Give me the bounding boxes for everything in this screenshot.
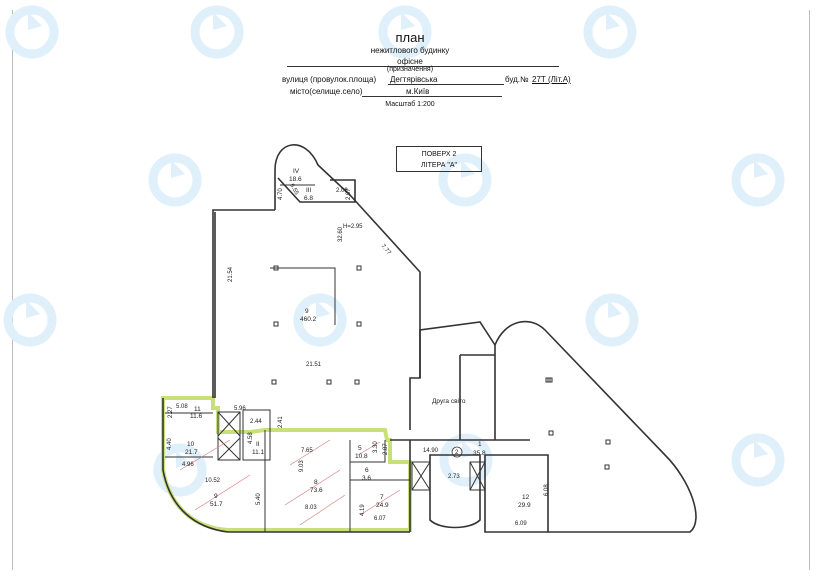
stair-marker-label: 2 [455,450,459,456]
document-title: план [395,30,425,45]
floor-number: ПОВЕРХ 2 [421,151,457,158]
dimension: 10.52 [205,478,221,484]
room-id: 5 [358,445,362,452]
dimension: 2.44 [250,419,262,425]
building-letter: ЛІТЕРА "А" [421,162,457,169]
watermark-icon [731,433,785,487]
room-id: II [256,441,260,448]
room-area: 73.6 [310,487,323,494]
watermark-icon [438,153,492,207]
room-area: 10.8 [355,453,368,460]
dimension: H=2.95 [343,224,363,230]
street-value: Дегтярівська [390,75,438,84]
dimension: 6.55 [288,183,299,197]
building-value: 27Т (Літ.А) [532,75,571,84]
city-underline [362,96,502,97]
dimension: 4.70 [278,188,284,200]
dimension: 4.40 [167,438,173,450]
room-area: 3.6 [362,475,371,482]
watermark-icon [148,153,202,207]
dimension: 14.90 [423,448,439,454]
room-labels: IV 18.6 III 6.8 9 460.2 11 11.6 10 21.7 … [185,168,531,509]
room-id: 1 [478,441,482,448]
watermark-icon [378,5,432,59]
room-id: 9 [305,308,309,315]
stair-marker-circle [451,446,463,458]
dimension: 2.07 [346,188,352,200]
dimension: 2.27 [168,406,174,418]
room-id: 8 [314,479,318,486]
room-area: 35.8 [473,450,486,457]
watermark-icon [731,153,785,207]
room-area: 51.7 [210,501,223,508]
dimension: 5.40 [256,493,262,505]
room-area: 11.1 [252,449,265,456]
dimension: 2.87 [383,443,389,455]
room-area: 24.9 [376,502,389,509]
room-id: 9 [214,493,218,500]
room-id: 7 [380,494,384,501]
dimension: 4.96 [182,462,194,468]
dimension: 8.03 [305,505,317,511]
dimension: 2.73 [448,474,460,480]
dimension: 5.96 [234,406,246,412]
interior-walls [165,184,486,532]
watermark-icon [153,443,207,497]
dimension: 6.09 [515,521,527,527]
watermark-icon [439,433,493,487]
dimension: 4.19 [360,504,366,516]
room-id: III [306,187,312,194]
watermark-icon [3,293,57,347]
dimension: 21.54 [228,266,234,282]
dimension: 6.08 [544,484,550,496]
document-purpose: офісне [397,57,423,66]
dimension: 32.60 [338,226,344,242]
floor-label-box: ПОВЕРХ 2 ЛІТЕРА "А" [396,146,482,172]
room-area: 21.7 [185,449,198,456]
area-hatching [179,439,401,526]
dimension: 21.51 [306,362,322,368]
watermark-icon [5,5,59,59]
dimension: 2.08 [336,188,348,194]
dimension-labels: 4.70 6.55 2.08 2.07 H=2.95 32.60 7.77 21… [167,183,550,527]
scale-label: Масштаб 1:200 [385,101,435,108]
room-id: 11 [194,406,201,413]
room-id: 10 [187,441,195,448]
watermark-icon [190,5,244,59]
room-id: 12 [522,494,530,501]
room-id: 6 [365,467,369,474]
street-underline [388,84,504,85]
building-label: буд.№ [505,75,529,84]
room-area: 6.8 [304,195,313,202]
watermark-icon [585,293,639,347]
dimension: 5.08 [176,404,188,410]
dimension: 7.65 [301,448,313,454]
document-subtitle: нежитлового будинку [370,46,450,55]
watermark-icon [583,5,637,59]
room-area: 29.9 [518,502,531,509]
room-area: 18.6 [289,176,302,183]
room-area: 460.2 [300,316,317,323]
city-label: місто(селище.село) [290,87,363,96]
dimension: 7.77 [379,243,392,256]
street-label: вулиця (провулок.площа) [282,75,377,84]
page-border [12,10,810,570]
city-value: м.Київ [406,87,430,96]
dimension: 9.03 [299,460,305,472]
purpose-underline [287,66,559,67]
purpose-caption: (призначення) [386,66,434,73]
dimension: 4.58 [248,432,254,444]
watermark-icon [293,293,347,347]
dimension: 6.07 [374,516,386,522]
dimension: 2.41 [278,416,284,428]
room-area: 11.6 [190,413,203,420]
room-id: IV [293,168,300,175]
other-stage-label: Друга світо [432,397,466,405]
columns [271,265,611,470]
dimension: 3.30 [373,441,379,453]
outer-walls [162,144,697,533]
